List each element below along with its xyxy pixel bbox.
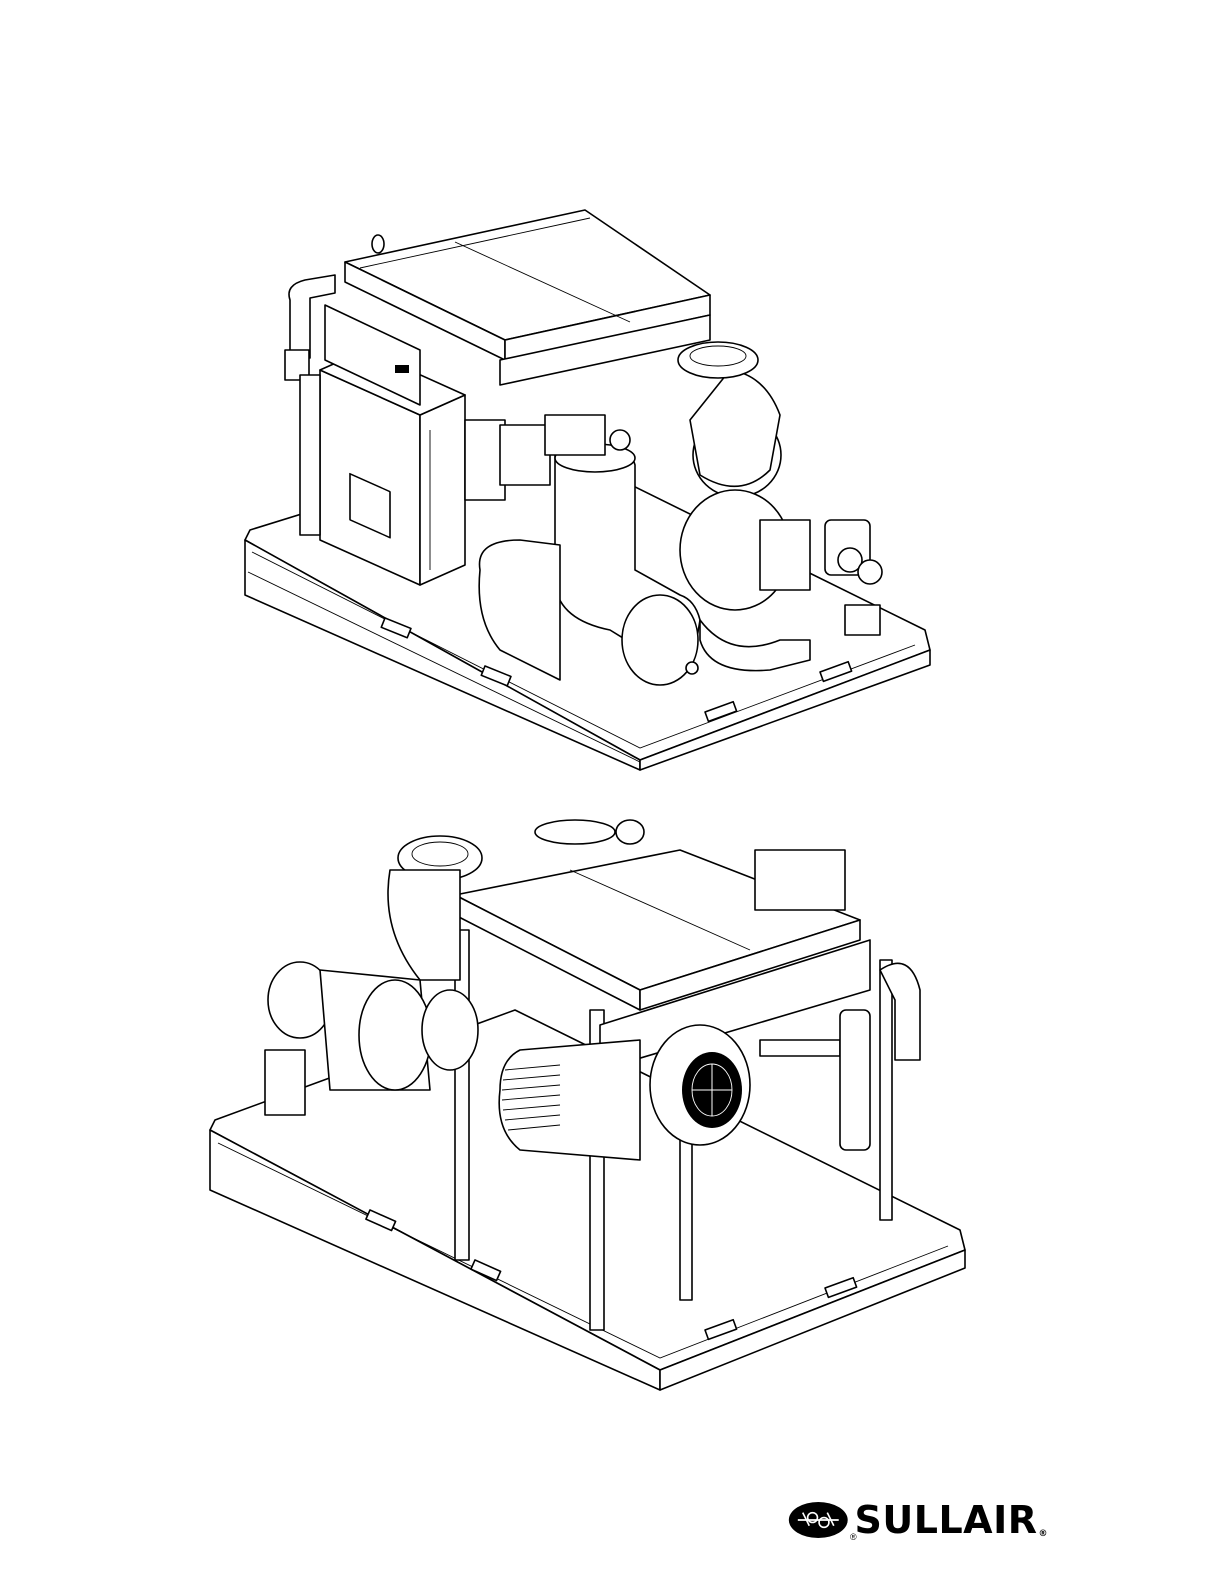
compressor-package-rear-view <box>0 810 1224 1400</box>
brand-wordmark: SULLAIR® <box>855 1501 1048 1539</box>
air-filter-housing <box>678 342 781 497</box>
sullair-logo: ® SULLAIR® <box>788 1490 1048 1550</box>
front-view-drawing <box>0 200 1224 790</box>
sullair-emblem-icon <box>788 1497 849 1543</box>
compressor-package-front-view <box>0 200 1224 790</box>
brand-name: SULLAIR <box>855 1498 1038 1542</box>
rear-view-drawing <box>0 810 1224 1400</box>
registered-mark: ® <box>1039 1529 1049 1539</box>
emblem-registered-mark: ® <box>850 1532 857 1542</box>
